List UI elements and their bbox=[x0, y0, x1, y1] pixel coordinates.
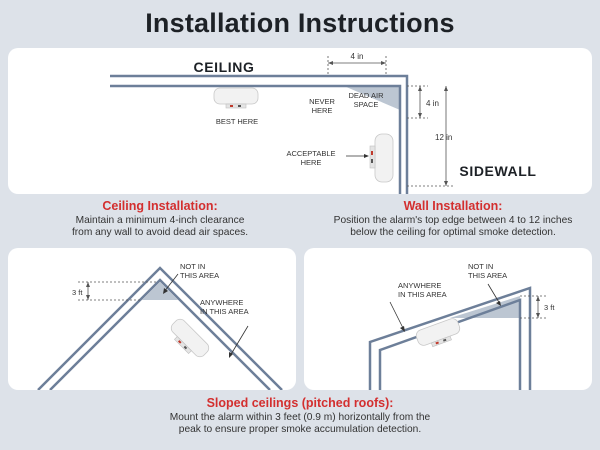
ceiling-installation-line-1: Maintain a minimum 4-inch clearance bbox=[75, 214, 245, 226]
arrow-head bbox=[444, 86, 448, 91]
ceiling-installation-caption: Ceiling Installation: Maintain a minimum… bbox=[40, 200, 280, 240]
sloped-ceilings-line-1: Mount the alarm within 3 feet (0.9 m) ho… bbox=[169, 411, 431, 423]
dead-air-space-area bbox=[344, 86, 400, 110]
sloped-ceilings-line-2: peak to ensure proper smoke accumulation… bbox=[178, 424, 422, 435]
sidewall-label: SIDEWALL bbox=[459, 163, 536, 179]
wall-installation-heading: Wall Installation: bbox=[403, 199, 503, 213]
sloped-ceiling-peak-panel: 3 ft NOT IN THIS AREA ANYWHERE IN THIS A… bbox=[8, 248, 296, 390]
page-title: Installation Instructions bbox=[145, 8, 455, 38]
arrow-head bbox=[86, 295, 90, 300]
arrow-head bbox=[163, 288, 168, 294]
arrow-head bbox=[496, 301, 501, 306]
arrow-head bbox=[536, 296, 540, 301]
not-in-area-label-2: THIS AREA bbox=[180, 271, 219, 280]
wall-smoke-detector bbox=[369, 133, 394, 183]
arrow-head bbox=[328, 61, 333, 65]
anywhere-label-1: ANYWHERE bbox=[200, 298, 243, 307]
never-here-label-1: NEVER bbox=[309, 97, 335, 106]
never-here-label-2: HERE bbox=[312, 106, 333, 115]
ceiling-wall-diagram-panel: 4 in 4 in 12 in bbox=[8, 48, 592, 194]
not-in-area-arrow bbox=[487, 283, 501, 305]
ceiling-inner-line bbox=[110, 84, 402, 194]
anywhere-label-2: IN THIS AREA bbox=[398, 290, 447, 299]
dim-3ft: 3 ft bbox=[72, 288, 83, 297]
not-in-area-arrow bbox=[163, 273, 179, 293]
arrow-head bbox=[400, 326, 405, 332]
dim-4in-horizontal: 4 in bbox=[351, 52, 364, 61]
roof-outer-line bbox=[37, 266, 283, 390]
sloped-ceiling-wall-panel: 3 ft NOT IN THIS AREA ANYWHERE IN THIS A… bbox=[304, 248, 592, 390]
not-in-area-zone bbox=[142, 282, 178, 300]
ceiling-installation-line-2: from any wall to avoid dead air spaces. bbox=[71, 227, 249, 238]
arrow-head bbox=[444, 181, 448, 186]
sloped-ceilings-heading: Sloped ceilings (pitched roofs): bbox=[206, 396, 394, 410]
wall-installation-caption: Wall Installation: Position the alarm's … bbox=[318, 200, 588, 240]
ceiling-label: CEILING bbox=[194, 59, 255, 75]
ceiling-installation-heading: Ceiling Installation: bbox=[102, 199, 218, 213]
anywhere-label-2: IN THIS AREA bbox=[200, 307, 249, 316]
sloped-ceilings-caption: Sloped ceilings (pitched roofs): Mount t… bbox=[130, 397, 470, 437]
anywhere-arrow bbox=[389, 301, 405, 331]
acceptable-label-1: ACCEPTABLE bbox=[286, 149, 335, 158]
not-in-area-label-1: NOT IN bbox=[180, 262, 205, 271]
anywhere-label-1: ANYWHERE bbox=[398, 281, 441, 290]
sloped-smoke-detector bbox=[170, 318, 210, 358]
arrow-head bbox=[229, 352, 233, 358]
dead-air-label-1: DEAD AIR bbox=[348, 91, 384, 100]
acceptable-label-2: HERE bbox=[301, 158, 322, 167]
arrow-head bbox=[418, 113, 422, 118]
arrow-head bbox=[381, 61, 386, 65]
dim-12in: 12 in bbox=[435, 133, 452, 142]
not-in-area-label-1: NOT IN bbox=[468, 262, 493, 271]
not-in-area-label-2: THIS AREA bbox=[468, 271, 507, 280]
not-in-area-zone bbox=[450, 296, 520, 318]
arrow-head bbox=[86, 282, 90, 287]
slope-outer-line bbox=[368, 286, 532, 390]
arrow-head bbox=[364, 154, 369, 158]
dim-3ft: 3 ft bbox=[544, 303, 555, 312]
arrow-head bbox=[418, 86, 422, 91]
sloped-ceiling-wall-diagram: 3 ft NOT IN THIS AREA ANYWHERE IN THIS A… bbox=[368, 262, 555, 390]
arrow-head bbox=[536, 313, 540, 318]
dim-4in-vertical: 4 in bbox=[426, 99, 439, 108]
wall-installation-line-1: Position the alarm's top edge between 4 … bbox=[333, 214, 573, 226]
roof-inner-line bbox=[49, 278, 271, 390]
sloped-ceiling-peak-diagram: 3 ft NOT IN THIS AREA ANYWHERE IN THIS A… bbox=[37, 262, 283, 390]
ceiling-smoke-detector bbox=[213, 87, 259, 109]
best-here-label: BEST HERE bbox=[216, 117, 258, 126]
ceiling-outer-line bbox=[110, 74, 409, 194]
sloped-smoke-detector bbox=[415, 318, 461, 348]
ceiling-wall-diagram: 4 in 4 in 12 in bbox=[110, 52, 536, 194]
dead-air-label-2: SPACE bbox=[354, 100, 379, 109]
anywhere-arrow bbox=[229, 325, 249, 357]
wall-installation-line-2: below the ceiling for optimal smoke dete… bbox=[350, 227, 556, 238]
